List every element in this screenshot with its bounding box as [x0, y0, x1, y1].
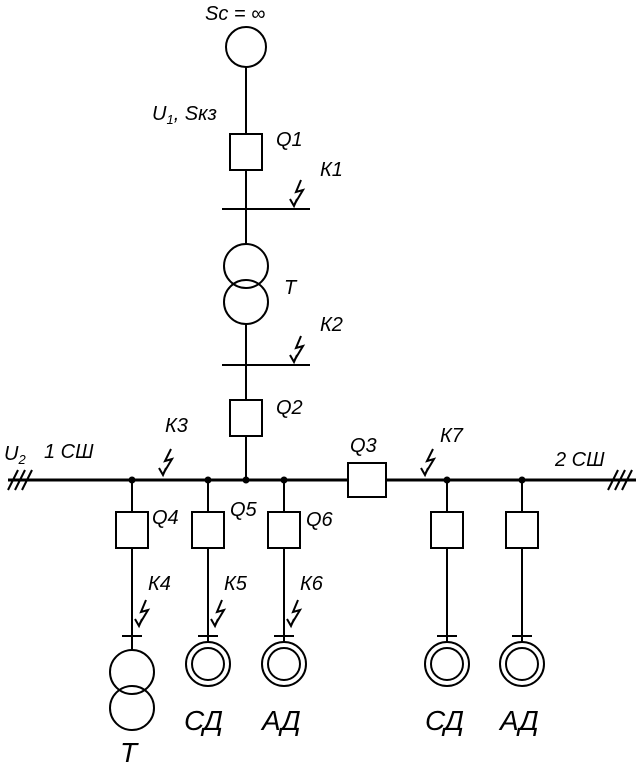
- fault-k1-label: К1: [320, 159, 343, 181]
- fault-k2-icon: [289, 335, 306, 365]
- breaker-q5-label: Q5: [230, 499, 258, 521]
- bus-voltage-label: U2: [4, 443, 26, 467]
- transformer-label: Т: [284, 277, 298, 299]
- fault-k6-label: К6: [300, 573, 324, 595]
- fault-k3-label: К3: [165, 415, 188, 437]
- fault-k7-label: К7: [440, 425, 464, 447]
- bus-2-label: 2 СШ: [554, 449, 605, 471]
- fault-k2-label: К2: [320, 314, 343, 336]
- fault-k1-icon: [289, 179, 306, 209]
- breaker-q2: [229, 399, 263, 437]
- load-label-4: СД: [425, 705, 464, 736]
- feeder-q5: [185, 480, 231, 687]
- line-voltage-label: U1, Sкз: [152, 103, 217, 127]
- breaker-q3-label: Q3: [350, 435, 377, 457]
- load-sync-motor-2-icon: [424, 641, 470, 687]
- fault-k4-label: К4: [148, 573, 171, 595]
- load-transformer-icon: [109, 649, 155, 695]
- bus-right-ticks: [607, 469, 633, 491]
- fault-k6-icon: [286, 599, 303, 629]
- bus-1-label: 1 СШ: [44, 441, 94, 463]
- load-label-2: СД: [184, 705, 223, 736]
- source-label: Sc = ∞: [205, 3, 265, 25]
- power-source: [225, 26, 267, 68]
- load-label-5: АД: [498, 705, 539, 736]
- fault-k3-icon: [158, 448, 175, 478]
- feeder-q4: [109, 480, 155, 731]
- feeder-q6: [261, 480, 307, 687]
- load-sync-motor-1-icon: [185, 641, 231, 687]
- feeder-ad-2: [499, 480, 545, 687]
- load-label-3: АД: [260, 705, 301, 736]
- breaker-q6-label: Q6: [306, 509, 334, 531]
- breaker-ad-2: [505, 511, 539, 549]
- breaker-q2-label: Q2: [276, 397, 303, 419]
- load-label-1: Т: [120, 737, 139, 768]
- feeder-sd-2: [424, 480, 470, 687]
- breaker-sd-2: [430, 511, 464, 549]
- bus-left-ticks: [7, 469, 33, 491]
- load-async-motor-1-icon: [261, 641, 307, 687]
- fault-k4-icon: [134, 599, 151, 629]
- transformer-t: [223, 243, 269, 325]
- fault-k5-icon: [210, 599, 227, 629]
- breaker-q3: [347, 462, 387, 498]
- load-async-motor-2-icon: [499, 641, 545, 687]
- breaker-q5: [191, 511, 225, 549]
- breaker-q4-label: Q4: [152, 507, 179, 529]
- fault-k7-icon: [420, 448, 437, 478]
- breaker-q6: [267, 511, 301, 549]
- breaker-q1-label: Q1: [276, 129, 303, 151]
- fault-k5-label: К5: [224, 573, 248, 595]
- breaker-q1: [229, 133, 263, 171]
- breaker-q4: [115, 511, 149, 549]
